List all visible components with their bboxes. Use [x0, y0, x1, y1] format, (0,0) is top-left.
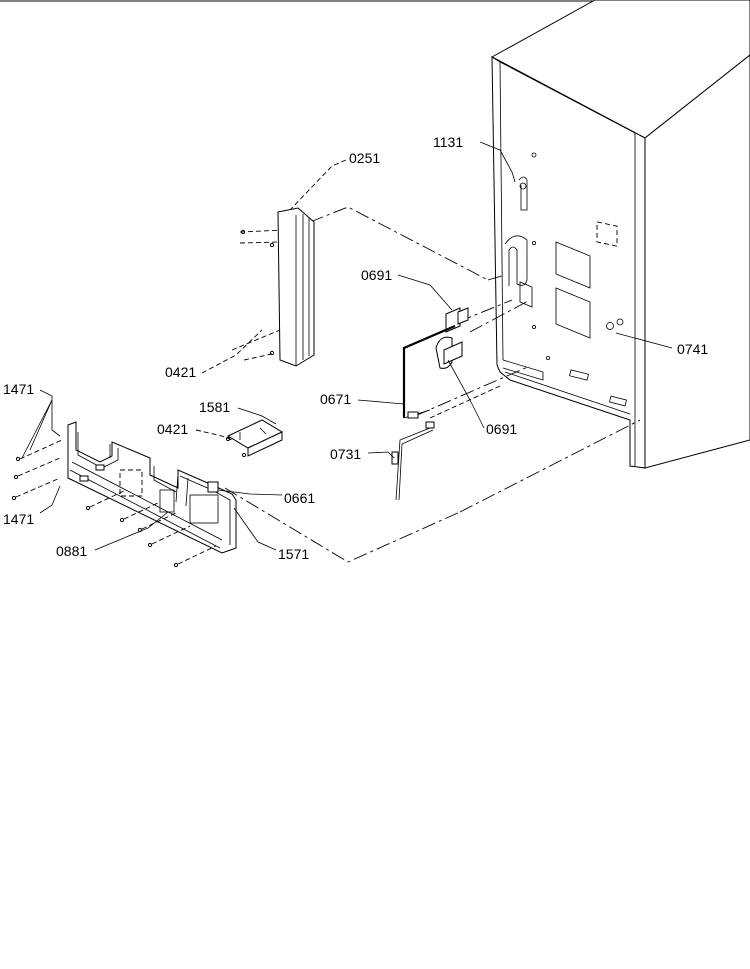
leader-lines: [21, 141, 673, 551]
label-0671: 0671: [320, 391, 351, 407]
label-0251: 0251: [349, 150, 380, 166]
screw: [13, 457, 61, 480]
part-1571-base-plate: [67, 421, 237, 554]
label-0881: 0881: [56, 543, 87, 559]
label-0661: 0661: [284, 490, 315, 506]
alignment-lines: [224, 206, 641, 563]
part-1581-bracket: [226, 419, 284, 457]
label-0731: 0731: [330, 446, 361, 462]
screw: [85, 489, 127, 511]
screw: [15, 439, 63, 462]
label-0741: 0741: [677, 341, 708, 357]
screw: [147, 525, 191, 548]
screws: [11, 436, 247, 568]
label-1571: 1571: [278, 546, 309, 562]
screw: [119, 501, 161, 523]
label-0421-lower: 0421: [157, 421, 188, 437]
label-1471-upper: 1471: [3, 381, 34, 397]
part-0691-brackets: [435, 307, 469, 369]
part-0251-strip: [240, 207, 315, 367]
label-1471-lower: 1471: [3, 511, 34, 527]
label-1581: 1581: [199, 399, 230, 415]
label-0421-upper: 0421: [165, 364, 196, 380]
label-0691-upper: 0691: [361, 267, 392, 283]
screw: [173, 545, 217, 568]
part-0731-wire: [391, 427, 434, 501]
screw: [11, 477, 61, 501]
callout-labels: 1131 0251 0691 0741 0421 0671 0691 1471 …: [3, 134, 708, 562]
label-1131: 1131: [433, 134, 463, 150]
label-0691-lower: 0691: [486, 421, 517, 437]
screw: [241, 452, 247, 458]
cabinet: [490, 0, 750, 469]
